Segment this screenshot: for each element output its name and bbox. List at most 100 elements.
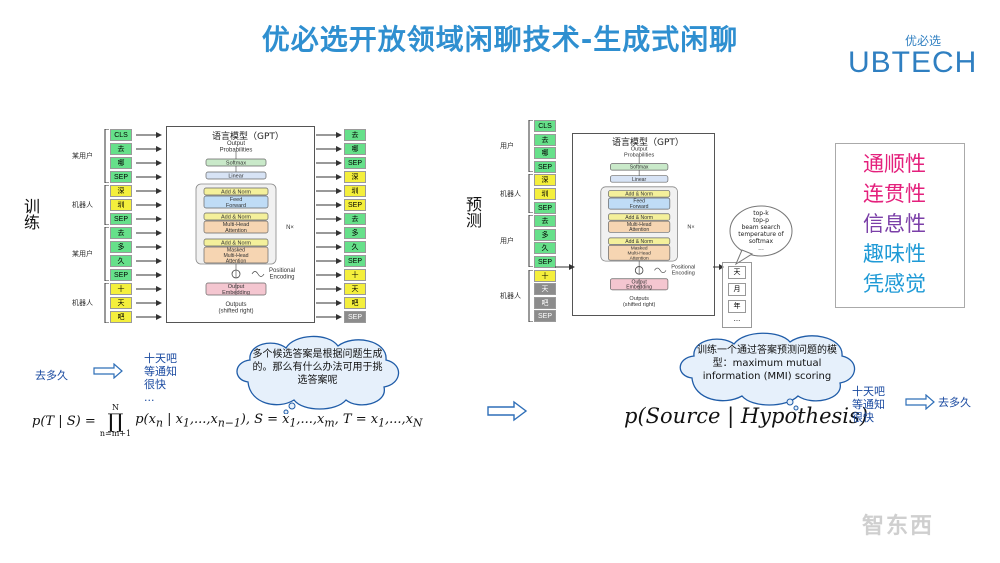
product-symbol: N ∏ n=m+1	[100, 404, 131, 438]
candidate-item: 天	[728, 266, 746, 279]
arrow-icon	[136, 258, 162, 264]
output-probs-label: Output	[631, 147, 648, 153]
bracket-icon	[104, 185, 109, 225]
speaker-label: 机器人	[72, 201, 93, 209]
input-token: SEP	[110, 171, 132, 183]
outputs-label: Outputs	[629, 296, 649, 302]
feed-forward-label: Feed	[633, 199, 645, 205]
right-answers: 十天吧 等通知 很快	[852, 385, 885, 424]
bracket-icon	[528, 174, 533, 214]
add-norm-block	[203, 212, 269, 221]
speaker-label: 某用户	[72, 250, 93, 258]
input-token: 吧	[534, 296, 556, 309]
output-token: 吧	[344, 297, 366, 309]
answer-item: 十天吧	[852, 385, 885, 398]
outputs-label: Outputs	[225, 302, 246, 308]
answer-item: 等通知	[144, 365, 177, 378]
positional-encoding-label: Positional	[269, 268, 295, 274]
arrow-icon	[316, 132, 342, 138]
input-token: CLS	[534, 120, 556, 132]
softmax-label: Softmax	[630, 165, 649, 171]
quality-item: 凭感觉	[863, 272, 926, 296]
input-token: SEP	[534, 256, 556, 268]
add-norm-label: Add & Norm	[625, 215, 653, 221]
multi-head-label: Multi-Head	[223, 222, 250, 228]
arrow-icon	[316, 258, 342, 264]
masked-attention-label: Attention	[226, 258, 247, 264]
output-token: 十	[344, 269, 366, 281]
masked-attention-label: Masked	[631, 245, 648, 251]
quality-item: 信息性	[863, 212, 926, 236]
cloud-left-text: 多个候选答案是根据问题生成的。那么有什么办法可用于挑选答案呢	[252, 349, 383, 386]
input-token: SEP	[534, 310, 556, 323]
product-upper: N	[111, 403, 119, 412]
arrow-icon	[136, 230, 162, 236]
decode-item: ...	[758, 245, 764, 252]
output-token: 哪	[344, 143, 366, 155]
bracket-icon	[528, 269, 533, 322]
answer-item: 很快	[144, 378, 166, 391]
input-token: 久	[534, 242, 556, 255]
decode-item: softmax	[748, 238, 774, 245]
output-token: 圳	[344, 185, 366, 197]
input-token: 十	[534, 269, 556, 282]
input-token: 天	[110, 297, 132, 309]
sine-icon	[654, 267, 667, 274]
linear-label: Linear	[228, 174, 243, 180]
input-token: 久	[110, 255, 132, 267]
arrow-icon	[136, 272, 162, 278]
candidate-list: 天 月 年 ...	[722, 262, 752, 328]
feed-forward-block	[203, 195, 269, 209]
input-token: SEP	[110, 269, 132, 281]
candidate-item: ...	[733, 315, 741, 323]
softmax-label: Softmax	[226, 161, 246, 167]
feed-forward-label: Feed	[230, 197, 243, 203]
speaker-label: 机器人	[500, 189, 521, 198]
product-sign: ∏	[107, 409, 124, 433]
decode-item: top-p	[753, 217, 769, 224]
add-norm-label: Add & Norm	[625, 192, 653, 198]
nx-label: N×	[286, 225, 294, 231]
input-token: 圳	[534, 188, 556, 200]
input-token: 去	[534, 133, 556, 146]
candidate-item: 月	[728, 283, 746, 296]
input-token: 深	[110, 185, 132, 197]
arrow-icon	[136, 300, 162, 306]
input-token: 多	[534, 228, 556, 241]
product-lower: n=m+1	[99, 429, 132, 438]
quality-criteria-box: 通顺性连贯性信息性趣味性凭感觉	[835, 143, 965, 308]
multi-head-label: Attention	[629, 227, 649, 233]
candidate-item: 年	[728, 300, 746, 313]
arrow-icon	[136, 132, 162, 138]
cloud-right-text: 训练一个通过答案预测问题的模型：maximum mutual informati…	[697, 345, 837, 382]
right-query: 去多久	[938, 396, 971, 409]
formula-left: p(T | S) = N ∏ n=m+1 p(xn | x1,...,xn−1)…	[32, 404, 422, 438]
arrow-icon	[136, 174, 162, 180]
positional-encoding-label: Encoding	[269, 274, 294, 280]
feed-forward-label: Forward	[630, 204, 649, 210]
arrow-icon	[316, 174, 342, 180]
add-norm-block	[203, 187, 269, 196]
masked-attention-label: Masked	[227, 248, 245, 254]
linear-label: Linear	[632, 177, 646, 183]
outputs-label: (shifted right)	[623, 302, 656, 308]
logo-cn: 优必选	[905, 34, 942, 48]
arrow-right-icon	[93, 363, 123, 379]
answer-item: 很快	[852, 411, 874, 424]
sine-icon	[251, 271, 265, 277]
input-arrow-icon	[555, 264, 575, 270]
speaker-label: 机器人	[72, 299, 93, 307]
add-norm-label: Add & Norm	[625, 239, 653, 245]
quality-item: 连贯性	[863, 182, 926, 206]
left-query: 去多久	[35, 369, 68, 382]
output-probs-label: Probabilities	[624, 152, 654, 158]
input-token: 深	[534, 174, 556, 187]
input-token: SEP	[110, 213, 132, 225]
cloud-right	[679, 332, 856, 411]
masked-attention-label: Attention	[630, 256, 649, 262]
output-token: 去	[344, 129, 366, 141]
answer-item: 等通知	[852, 398, 885, 411]
multi-head-block	[203, 220, 269, 234]
input-token: 哪	[110, 157, 132, 169]
output-token: SEP	[344, 157, 366, 169]
